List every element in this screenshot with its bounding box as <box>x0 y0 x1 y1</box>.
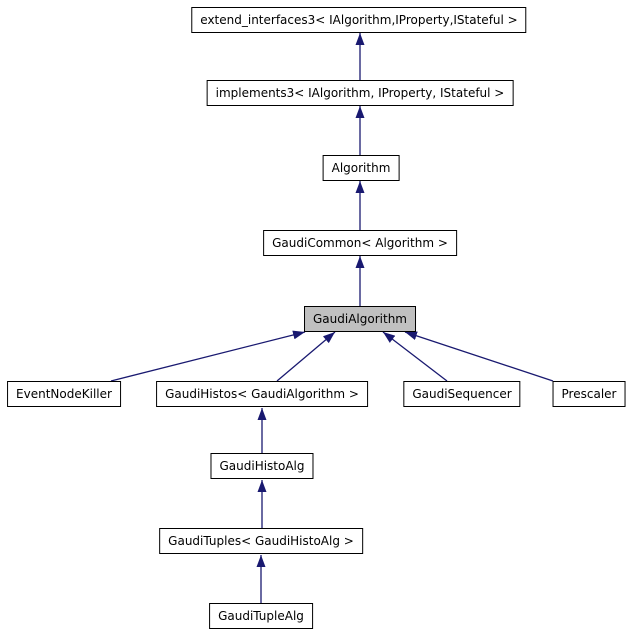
node-gaudihistos[interactable]: GaudiHistos< GaudiAlgorithm > <box>156 381 368 407</box>
node-gaudituples[interactable]: GaudiTuples< GaudiHistoAlg > <box>159 528 363 554</box>
edge-gaudihistos-to-gaudialgorithm <box>276 331 336 382</box>
node-algorithm[interactable]: Algorithm <box>322 155 400 181</box>
edge-prescaler-to-gaudialgorithm <box>404 331 554 382</box>
edge-gaudisequencer-to-gaudialgorithm <box>382 331 448 382</box>
node-implements3[interactable]: implements3< IAlgorithm, IProperty, ISta… <box>206 80 514 106</box>
node-gaudihistoalg[interactable]: GaudiHistoAlg <box>210 453 314 479</box>
node-extend-interfaces3[interactable]: extend_interfaces3< IAlgorithm,IProperty… <box>191 7 527 33</box>
node-gaudituplealg[interactable]: GaudiTupleAlg <box>209 603 313 629</box>
node-eventnodekiller[interactable]: EventNodeKiller <box>7 381 121 407</box>
node-gaudialgorithm: GaudiAlgorithm <box>304 306 416 332</box>
edge-eventnodekiller-to-gaudialgorithm <box>110 330 306 382</box>
node-gaudicommon[interactable]: GaudiCommon< Algorithm > <box>263 230 457 256</box>
node-gaudisequencer[interactable]: GaudiSequencer <box>403 381 521 407</box>
node-prescaler[interactable]: Prescaler <box>552 381 626 407</box>
